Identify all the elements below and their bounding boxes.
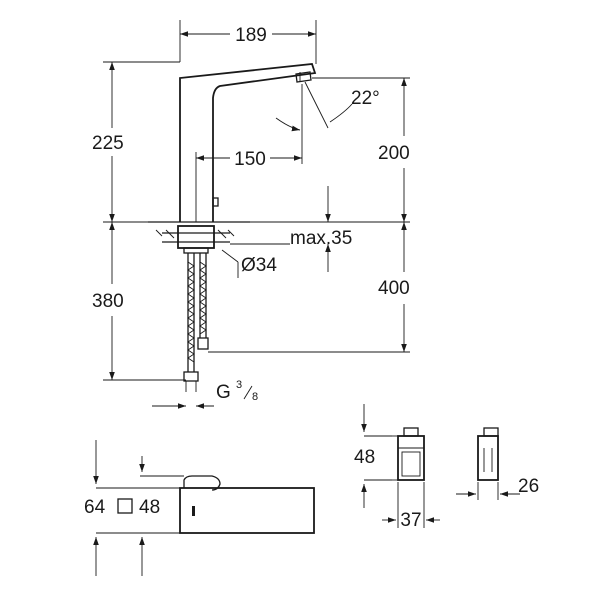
dim-thread-prefix: G: [216, 382, 231, 403]
square-symbol: [117, 498, 133, 514]
dim-box-width: 26: [518, 476, 539, 497]
dim-hose-right: 400: [378, 278, 410, 299]
dim-spout-width: 189: [235, 25, 267, 46]
faucet-side-view: [148, 63, 317, 223]
dim-box-depth: 37: [400, 510, 421, 531]
control-box-side: [456, 427, 520, 500]
dim-hose-left: 380: [92, 291, 124, 312]
dim-max-deck: max.35: [290, 228, 352, 249]
faucet-body: [179, 63, 317, 222]
control-box-front: [361, 404, 440, 528]
supply-hoses: [183, 253, 209, 392]
dim-hole-diameter: Ø34: [241, 255, 277, 276]
dim-spout-reach: 150: [234, 149, 266, 170]
dim-outlet-height: 200: [378, 143, 410, 164]
dim-spout-angle: 22°: [351, 88, 380, 109]
dim-sensor-height: 64: [84, 497, 106, 518]
extension-lines: [103, 20, 410, 381]
sensor-front-view: [93, 440, 315, 576]
dim-thread-den: 8: [252, 391, 258, 403]
side-knob: [212, 197, 219, 207]
dim-total-height: 225: [92, 133, 124, 154]
mounting-assembly: [155, 225, 235, 254]
dim-sensor-square: 48: [139, 497, 160, 518]
dim-thread-num: 3: [236, 379, 242, 391]
dim-box-height: 48: [354, 447, 375, 468]
dimension-labels: 189 22° 225 150 200 max.35 Ø34 380 400 G…: [84, 25, 539, 531]
dimension-lines: [109, 31, 407, 409]
outlet-nozzle: [295, 71, 312, 83]
